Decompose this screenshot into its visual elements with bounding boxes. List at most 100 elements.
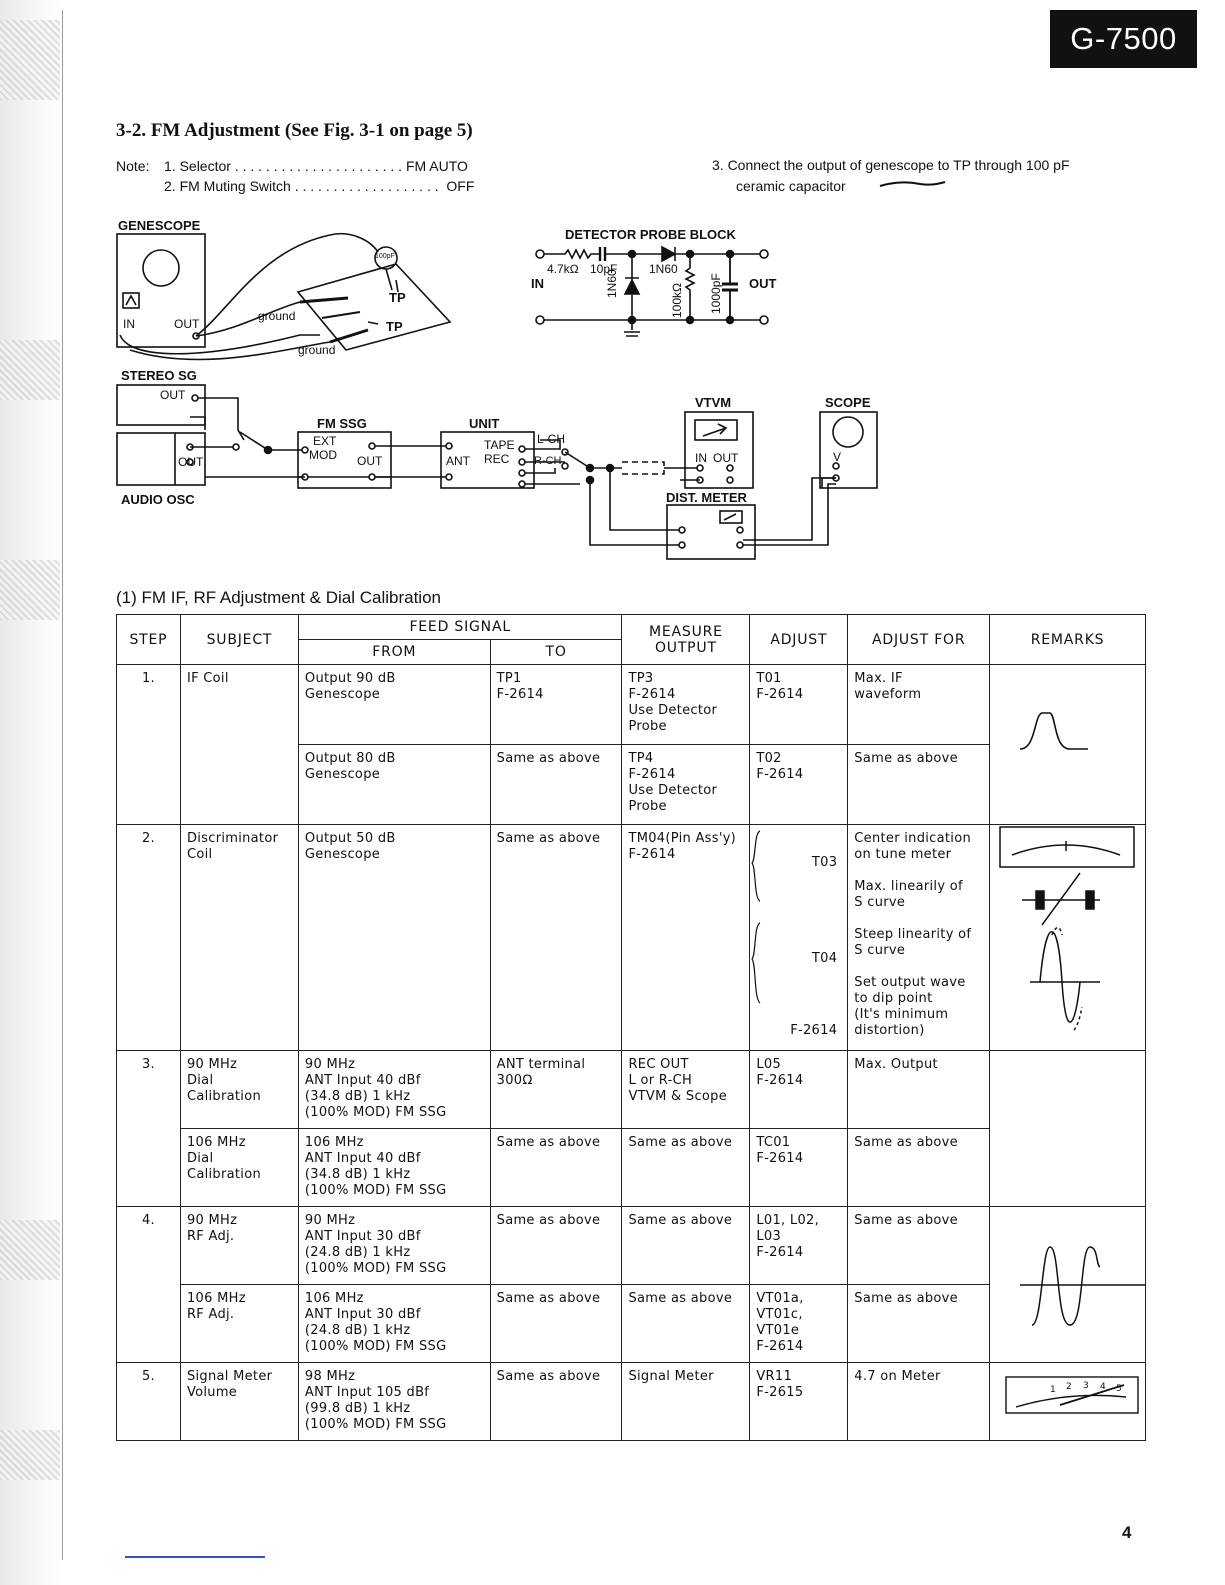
capacitor-10pf-label: 10pF (590, 262, 618, 276)
cell-from: Output 90 dB Genescope (297, 664, 491, 745)
cell-adjust: TC01 F-2614 (749, 1128, 849, 1207)
cell-from: Output 80 dB Genescope (297, 744, 491, 825)
adjust-for-4: Set output wave to dip point (It's minim… (854, 975, 966, 1038)
section-title: 3-2. FM Adjustment (See Fig. 3-1 on page… (116, 120, 473, 141)
probe-out-label: OUT (749, 276, 777, 291)
rf-waveform-icon (1020, 1246, 1147, 1326)
scan-noise (0, 1430, 60, 1480)
unit-ant-label: ANT (446, 454, 470, 468)
stereo-sg-label: STEREO SG (121, 368, 197, 383)
table-row: 4. 90 MHz RF Adj. 90 MHz ANT Input 30 dB… (116, 1206, 1147, 1363)
scan-noise (0, 20, 60, 100)
cell-to: Same as above (489, 1206, 623, 1285)
cell-from: 98 MHz ANT Input 105 dBf (99.8 dB) 1 kHz… (297, 1362, 491, 1441)
cell-remarks-if-curve (989, 664, 1146, 825)
cell-adjust: VT01a, VT01c, VT01e F-2614 (749, 1284, 849, 1363)
probe-in-label: IN (531, 276, 544, 291)
table-row: 1. IF Coil Output 90 dB Genescope TP1 F-… (116, 664, 1146, 825)
cell-adjust: VR11 F-2615 (749, 1362, 849, 1441)
cell-to: ANT terminal 300Ω (489, 1050, 623, 1129)
meter-scale-2: 2 (1066, 1382, 1072, 1392)
if-waveform-icon (1019, 712, 1089, 750)
table-row: Output 80 dB Genescope Same as above TP4… (117, 744, 1146, 825)
adjust-t03: T03 (811, 855, 838, 870)
cell-measure: REC OUT L or R-CH VTVM & Scope (621, 1050, 751, 1129)
cell-to: Same as above (489, 744, 623, 825)
cell-adjust: T02 F-2614 (749, 744, 849, 825)
table-row: 106 MHz Dial Calibration 106 MHz ANT Inp… (117, 1128, 1146, 1207)
ssg-mod-label: MOD (309, 448, 337, 462)
meter-scale-1: 1 (1050, 1385, 1056, 1395)
adjust-for-3: Steep linearity of S curve (854, 927, 972, 958)
cell-adjust-for-step2: Center indication on tune meter Max. lin… (847, 824, 991, 1051)
header-from: FROM (297, 639, 491, 665)
cell-measure: Same as above (621, 1284, 751, 1363)
header-subject: SUBJECT (179, 614, 299, 665)
ground-label-1: ground (258, 309, 296, 323)
header-remarks: REMARKS (989, 614, 1146, 665)
cell-to: TP1 F-2614 (489, 664, 623, 745)
scope-v-label: V (833, 450, 842, 464)
cell-remarks-step2 (989, 824, 1146, 1051)
header-measure-output: MEASURE OUTPUT (621, 614, 751, 665)
table-row: 5. Signal Meter Volume 98 MHz ANT Input … (116, 1362, 1146, 1441)
signal-meter-icon: 1 2 3 4 5 (1005, 1376, 1139, 1414)
header-adjust: ADJUST (749, 614, 849, 665)
note-3-cont: ceramic capacitor (736, 178, 846, 194)
cell-to: Same as above (489, 1128, 623, 1207)
unit-label: UNIT (469, 416, 500, 431)
cell-to: Same as above (489, 1284, 623, 1363)
cell-adjust-for: 4.7 on Meter (847, 1362, 991, 1441)
cell-adjust-for: Max. Output (847, 1050, 991, 1129)
cell-subject: Discriminator Coil (179, 824, 299, 1051)
table-row: 2. Discriminator Coil Output 50 dB Genes… (116, 824, 1146, 1051)
footer-rule (125, 1556, 265, 1558)
cell-adjust-for: Same as above (847, 744, 991, 825)
cell-measure: Signal Meter (621, 1362, 751, 1441)
subsection-title: (1) FM IF, RF Adjustment & Dial Calibrat… (116, 588, 441, 607)
vtvm-label: VTVM (695, 395, 732, 410)
note-label: Note: (116, 158, 150, 174)
adjust-for-1: Center indication on tune meter (854, 831, 971, 862)
cell-adjust-for: Same as above (847, 1128, 991, 1207)
header-to: TO (489, 639, 623, 665)
ssg-out-label: OUT (357, 454, 383, 468)
meter-scale-3: 3 (1083, 1381, 1089, 1391)
scope-label: SCOPE (825, 395, 871, 410)
cell-subject: 106 MHz RF Adj. (179, 1284, 299, 1363)
adjust-for-2: Max. linearily of S curve (854, 879, 963, 910)
scan-noise (0, 340, 60, 400)
scan-noise (0, 1220, 60, 1280)
fm-ssg-label: FM SSG (317, 416, 367, 431)
cell-remarks-meter: 1 2 3 4 5 (989, 1362, 1146, 1441)
dist-meter-label: DIST. METER (666, 490, 747, 505)
page-number: 4 (1122, 1523, 1132, 1542)
cell-from: 90 MHz ANT Input 40 dBf (34.8 dB) 1 kHz … (297, 1050, 491, 1129)
cell-from: 90 MHz ANT Input 30 dBf (24.8 dB) 1 kHz … (297, 1206, 491, 1285)
tp-label-2: TP (386, 319, 403, 334)
cell-to: Same as above (489, 1362, 623, 1441)
brace-icon (751, 830, 761, 1004)
cell-to: Same as above (489, 824, 623, 1051)
cell-adjust-for: Max. IF waveform (847, 664, 991, 745)
cell-subject: 106 MHz Dial Calibration (179, 1128, 299, 1207)
note-2: 2. FM Muting Switch . . . . . . . . . . … (164, 178, 475, 194)
adjustment-table: STEP SUBJECT FEED SIGNAL MEASURE OUTPUT … (116, 614, 1147, 1441)
probe-block-title: DETECTOR PROBE BLOCK (565, 227, 736, 242)
lch-label: L-CH (537, 432, 566, 446)
header-step: STEP (116, 614, 181, 665)
cell-step: 5. (116, 1362, 181, 1441)
cell-subject: IF Coil (179, 664, 299, 825)
audio-osc-label: AUDIO OSC (121, 492, 195, 507)
table-subheader-row: FROM TO (117, 639, 1146, 665)
cell-subject: 90 MHz RF Adj. (179, 1206, 299, 1285)
cell-step: 2. (116, 824, 181, 1051)
cell-from: Output 50 dB Genescope (297, 824, 491, 1051)
s-curve-icon (999, 826, 1135, 1031)
cell-step: 4. (116, 1206, 181, 1363)
cell-remarks-empty (989, 1050, 1146, 1207)
scan-edge (0, 0, 64, 1585)
note-1: 1. Selector . . . . . . . . . . . . . . … (164, 158, 468, 174)
genescope-label: GENESCOPE (118, 218, 201, 233)
